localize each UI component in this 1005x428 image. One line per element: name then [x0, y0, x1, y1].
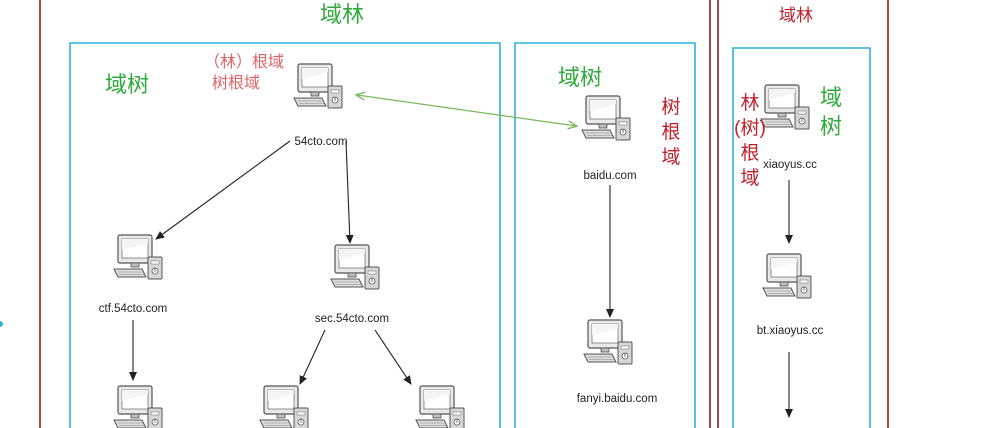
- tree-left-title: 域树: [105, 72, 150, 97]
- tree-middle-box: [514, 42, 696, 428]
- computer-icon-bt: [762, 253, 812, 299]
- tree-middle-root-note-char: 域: [661, 147, 681, 168]
- computer-icon-xiaoyus: [760, 84, 810, 130]
- tree-right-root-note-char: 林: [740, 93, 760, 114]
- tree-right-root-note-char: (树): [734, 118, 766, 139]
- host-label-baidu: baidu.com: [583, 170, 637, 182]
- host-label-bt: bt.xiaoyus.cc: [756, 325, 824, 337]
- arrow-sec-to-child-1: [299, 329, 326, 385]
- host-label-xiaoyus: xiaoyus.cc: [763, 159, 817, 171]
- tree-right-root-note-char: 根: [740, 143, 760, 164]
- computer-icon-54cto: [293, 63, 343, 109]
- host-label-ctf: ctf.54cto.com: [98, 303, 168, 315]
- tree-middle-root-note-char: 根: [661, 122, 681, 143]
- host-label-sec: sec.54cto.com: [314, 313, 390, 325]
- computer-icon-ctf: [113, 234, 163, 280]
- computer-icon-ctf-child: [113, 385, 163, 428]
- tree-right-root-note-char: 域: [740, 168, 760, 189]
- tree-right-title-char: 树: [819, 114, 842, 139]
- tree-right-title-char: 域: [819, 85, 842, 110]
- forest-main-title: 域林: [320, 2, 365, 27]
- tree-right-box: [732, 47, 871, 428]
- tree-middle-root-note-char: 树: [661, 97, 681, 118]
- computer-icon-sec-child-2: [415, 385, 465, 428]
- root-note-line2: 树根域: [212, 75, 261, 92]
- arrow-root-to-ctf: [155, 140, 291, 240]
- arrow-sec-to-child-2: [374, 329, 412, 385]
- arrow-root-to-sec: [345, 140, 354, 244]
- root-note-line1: （林）根域: [204, 54, 285, 71]
- trust-link: [357, 95, 576, 126]
- computer-icon-fanyi: [583, 319, 633, 365]
- host-label-54cto: 54cto.com: [294, 136, 348, 148]
- computer-icon-sec: [330, 244, 380, 290]
- tree-middle-root-note: 树 根 域: [660, 95, 682, 170]
- forest-right-title: 域林: [779, 6, 813, 25]
- edge-dot: [0, 321, 3, 327]
- tree-left-box: [69, 42, 501, 428]
- tree-middle-title: 域树: [558, 65, 603, 90]
- computer-icon-baidu: [581, 95, 631, 141]
- host-label-fanyi: fanyi.baidu.com: [576, 393, 658, 405]
- tree-right-title: 域 树: [818, 83, 844, 141]
- tree-right-root-note: 林 (树) 根 域: [734, 91, 766, 191]
- computer-icon-sec-child-1: [259, 385, 309, 428]
